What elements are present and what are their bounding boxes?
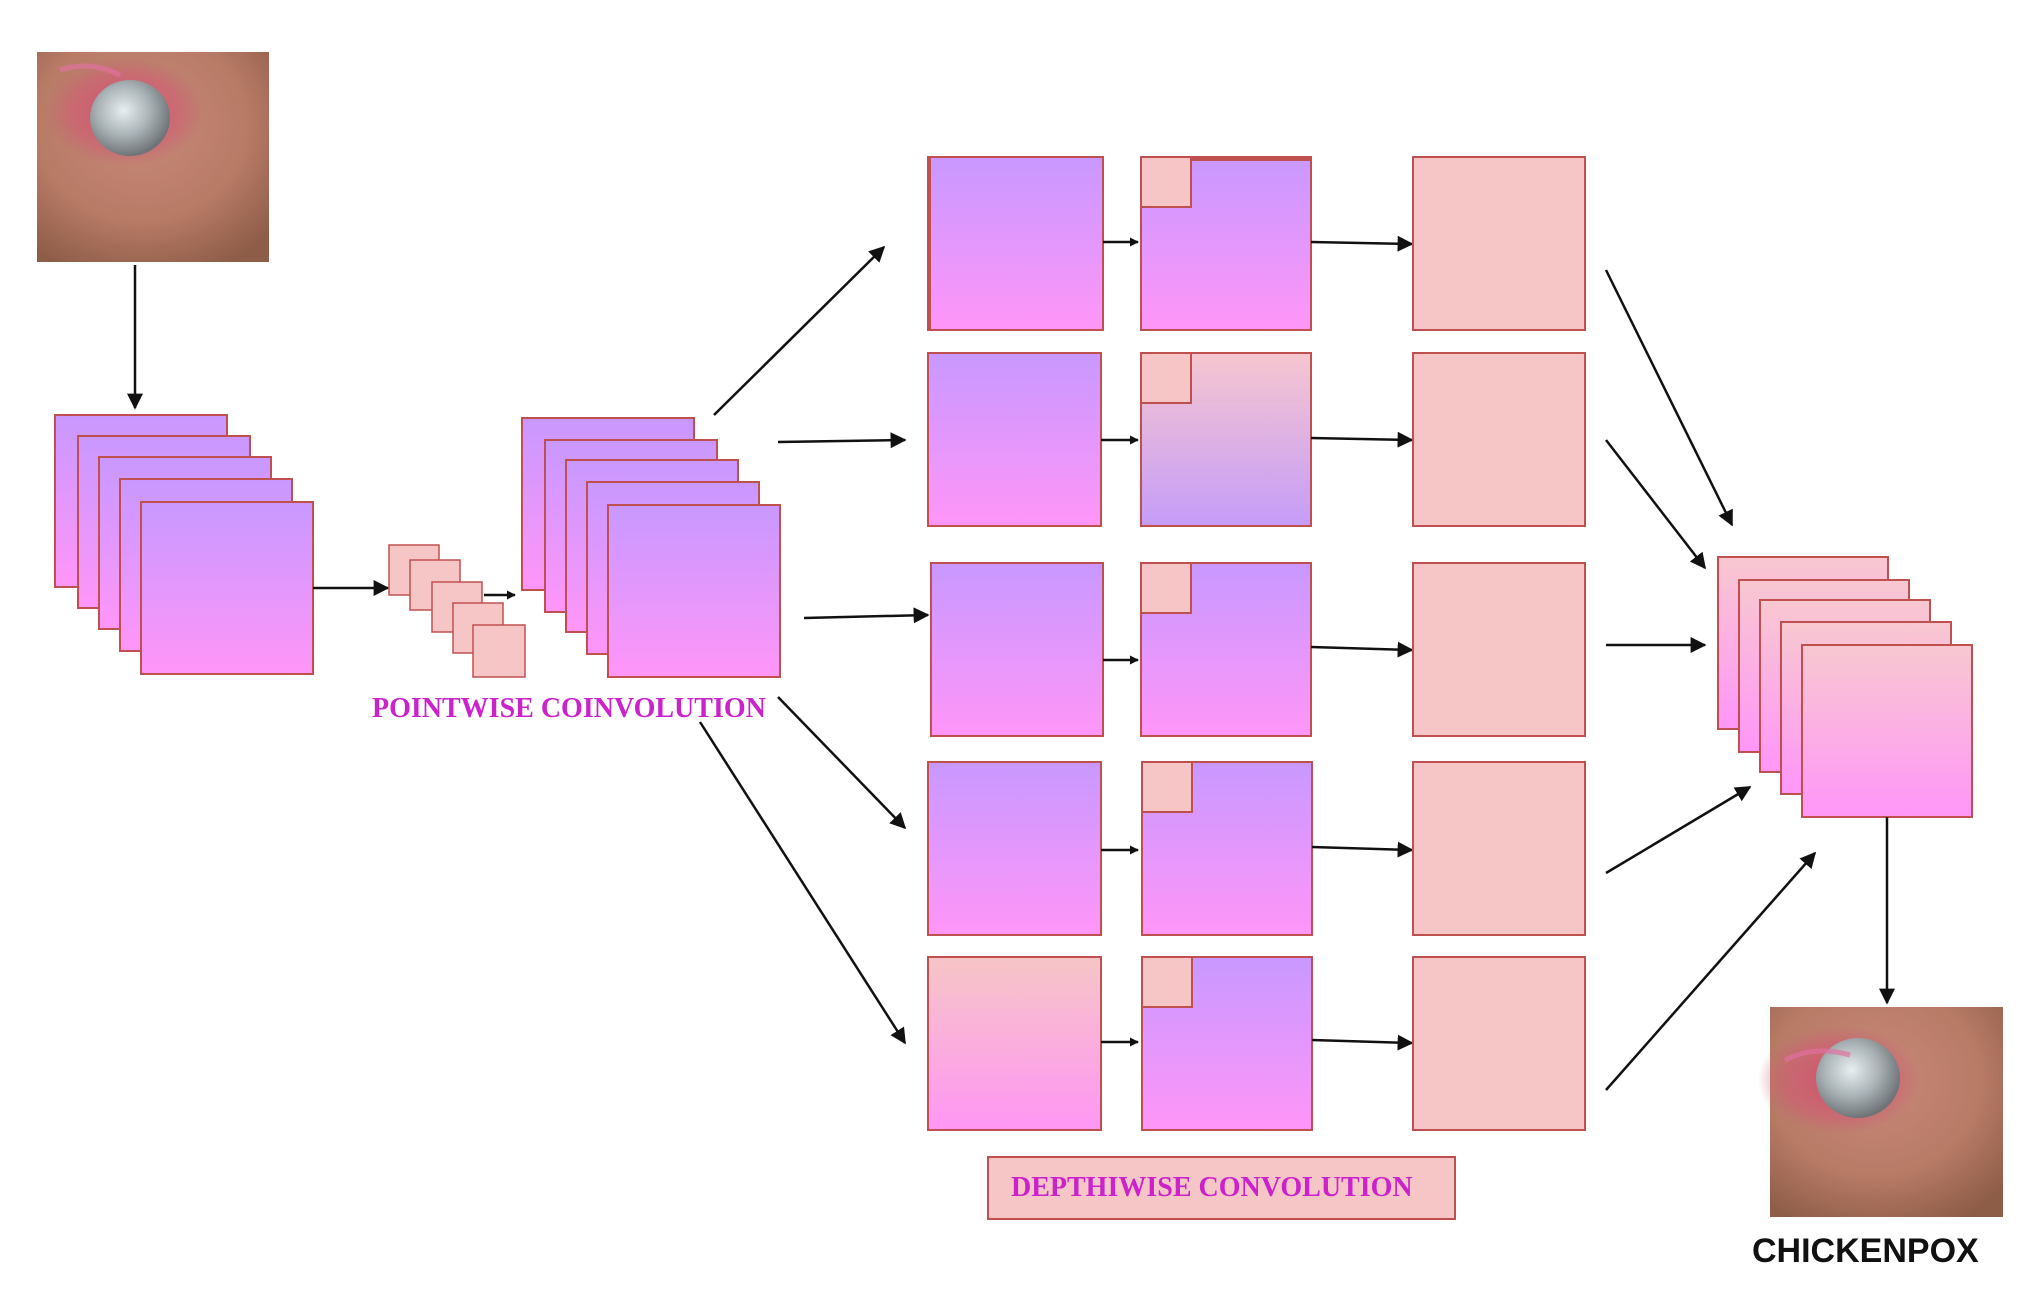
pointwise-convolution-label: POINTWISE COINVOLUTION <box>372 693 766 724</box>
pointwise-kernels <box>388 544 526 678</box>
fan-in-arrows <box>1604 269 1817 1091</box>
output-lesion-image <box>1758 1007 2003 1217</box>
depthwise-branch-4 <box>927 761 1586 936</box>
fan-out-arrows <box>698 245 930 1045</box>
depthwise-branch-5 <box>927 956 1586 1131</box>
depthwise-branch-1 <box>927 156 1586 331</box>
output-feature-map-stack <box>1717 556 1973 818</box>
input-feature-map-stack <box>54 414 314 675</box>
depthwise-branch-3 <box>930 562 1586 737</box>
depthwise-convolution-label: DEPTHIWISE CONVOLUTION <box>1011 1172 1413 1203</box>
output-class-label: CHICKENPOX <box>1752 1232 1979 1270</box>
depthwise-convolution-label-box: DEPTHIWISE CONVOLUTION <box>987 1156 1456 1220</box>
pointwise-output-stack <box>521 417 781 678</box>
input-lesion-image <box>37 52 269 262</box>
depthwise-branch-2 <box>927 352 1586 527</box>
